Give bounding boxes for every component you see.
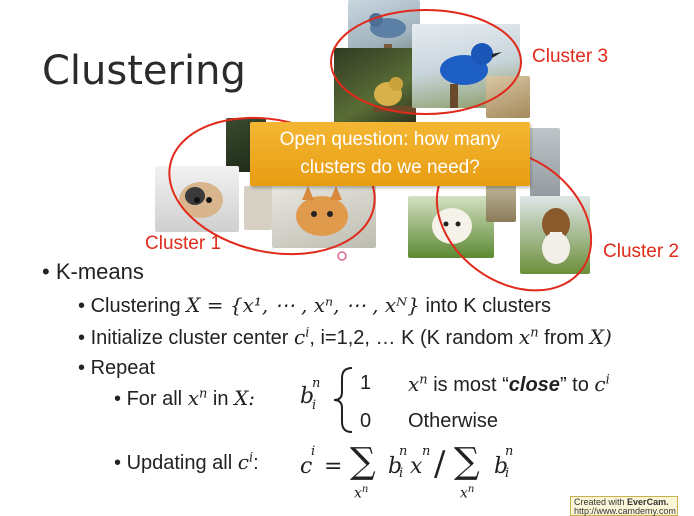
update-c-sup: i: [248, 450, 254, 466]
case1-val: 1: [360, 372, 372, 394]
num-x: x: [410, 454, 423, 479]
case1-to: ” to: [559, 374, 589, 396]
case-0-text: Otherwise: [408, 410, 498, 433]
forall-x: x: [187, 386, 199, 410]
updating-bullet: • Updating all ci:: [114, 450, 259, 475]
evercam-badge[interactable]: Created with EverCam. http://www.camdemy…: [570, 496, 678, 516]
formula-lhs: c: [300, 454, 313, 479]
update-formula: c i = ∑ xn b n i x n / ∑ xn b n i: [300, 440, 540, 516]
forall-sup: n: [198, 386, 208, 402]
kmeans-label: K-means: [55, 259, 144, 284]
bullet-dot: •: [78, 295, 91, 317]
update-colon: :: [253, 452, 259, 474]
callout-line-1: Open question: how many: [279, 129, 501, 150]
case0-text: Otherwise: [408, 410, 499, 432]
init-from: from: [544, 327, 585, 349]
initialize-bullet: • Initialize cluster center ci, i=1,2, ……: [78, 325, 612, 350]
num-x-sup: n: [422, 444, 431, 459]
case0-val: 0: [360, 410, 372, 432]
cluster-2-label: Cluster 2: [603, 241, 680, 262]
badge-brand: EverCam.: [627, 497, 669, 507]
formula-eq: =: [324, 454, 343, 479]
case1-c: c: [594, 372, 606, 396]
cluster-3-label: Cluster 3: [532, 46, 609, 67]
cluster-1-ellipse: [168, 116, 376, 256]
init-prefix: Initialize cluster center: [90, 327, 289, 349]
clustering-bullet: • Clustering X = {x¹, ⋯ , xⁿ, ⋯ , xᴺ} in…: [78, 293, 551, 318]
sum-index-1: xn: [354, 484, 369, 502]
cluster-3-ellipse: [330, 9, 522, 115]
init-sup: i: [305, 325, 310, 341]
callout-line-2: clusters do we need?: [300, 157, 480, 178]
bullet-dot: •: [114, 452, 127, 474]
case-1-text: xn is most “close” to ci: [408, 372, 610, 397]
case1-c-sup: i: [605, 372, 610, 388]
forall-in: in: [212, 388, 229, 410]
bullet-dot: •: [42, 259, 56, 284]
b-var: b: [300, 384, 315, 409]
clustering-set: X = {x¹, ⋯ , xⁿ, ⋯ , xᴺ}: [186, 293, 420, 317]
badge-url[interactable]: http://www.camdemy.com: [574, 506, 676, 516]
repeat-bullet: • Repeat: [78, 357, 155, 380]
open-question-callout: Open question: how many clusters do we n…: [250, 122, 530, 186]
clustering-prefix: Clustering: [90, 295, 181, 317]
forall-bullet: • For all xn in X:: [114, 386, 255, 411]
bullet-dot: •: [78, 357, 91, 379]
bird-photo-4: [486, 76, 530, 118]
sum-index-2: xn: [460, 484, 475, 502]
clustering-suffix: into K clusters: [425, 295, 552, 317]
bullet-dot: •: [78, 327, 91, 349]
update-prefix: Updating all: [126, 452, 233, 474]
bird-photo-3: [412, 24, 520, 108]
init-var: c: [294, 325, 306, 349]
case-1: 1: [360, 372, 371, 395]
init-suffix: , i=1,2, … K (K random: [309, 327, 514, 349]
num-b: b: [388, 454, 403, 479]
init-x: x: [518, 325, 531, 349]
kmeans-bullet: • K-means: [42, 259, 144, 285]
case1-x: x: [408, 372, 420, 396]
den-b-sub: i: [505, 466, 510, 481]
badge-line1: Created with: [574, 497, 625, 507]
slide-title: Clustering: [42, 48, 246, 94]
den-b: b: [494, 454, 509, 479]
forall-prefix: For all: [126, 388, 183, 410]
sum-symbol-2: ∑: [454, 441, 480, 482]
b-sub: i: [312, 398, 317, 413]
cat-photo-3: [272, 182, 376, 248]
den-b-sup: n: [505, 444, 514, 459]
sum-symbol-1: ∑: [350, 441, 376, 482]
case-0: 0: [360, 410, 371, 433]
cluster-1-label: Cluster 1: [145, 233, 222, 254]
num-b-sup: n: [399, 444, 408, 459]
cat-photo-4: [244, 186, 272, 230]
dog-photo-4: [520, 196, 590, 274]
repeat-label: Repeat: [90, 357, 156, 379]
init-X: X): [589, 325, 612, 349]
case1-close: close: [508, 374, 560, 396]
case1-x-sup: n: [419, 372, 428, 388]
forall-X: X:: [234, 386, 256, 410]
dog-photo-2: [408, 196, 494, 258]
num-b-sub: i: [399, 466, 404, 481]
case1-text: is most “: [433, 374, 509, 396]
division-slash: /: [434, 444, 446, 484]
init-x-sup: n: [530, 325, 539, 341]
cursor-dot: [337, 251, 347, 261]
formula-lhs-sup: i: [311, 444, 316, 459]
cases-brace: [333, 367, 353, 433]
update-c: c: [237, 450, 249, 474]
bullet-dot: •: [114, 388, 127, 410]
b-sup: n: [312, 376, 321, 391]
